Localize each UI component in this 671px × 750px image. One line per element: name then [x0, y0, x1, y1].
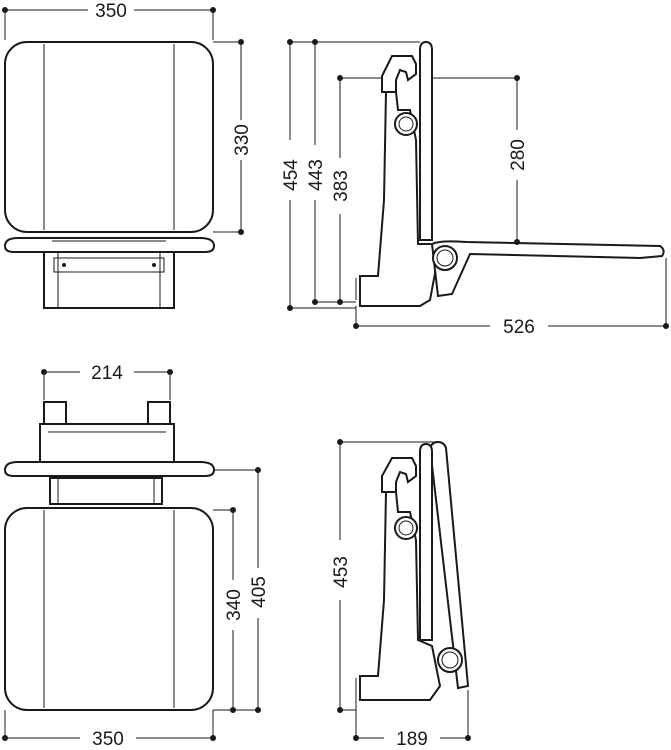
side-view-folded: 453 189: [331, 439, 471, 750]
seat-ledge-top: [3, 461, 216, 477]
seat-pad-top: [4, 507, 214, 711]
bracket-plate: [53, 257, 165, 273]
seat-pad-outline: [4, 41, 214, 233]
dim-front-height: 330: [232, 124, 253, 156]
bracket-tab-right: [147, 401, 171, 427]
folded-seat: [428, 440, 470, 690]
backrest-plate: [419, 40, 433, 241]
dim-side-total: 454: [281, 159, 302, 191]
side-view-unfolded: 454 443 383 280 526: [281, 39, 669, 338]
dim-folded-height: 453: [331, 556, 352, 588]
dim-folded-depth: 189: [396, 729, 428, 750]
top-view: 214 350 340 405: [2, 363, 270, 750]
dim-side-depth: 526: [503, 317, 535, 338]
dim-top-seat-depth: 340: [224, 589, 245, 621]
wall-hook: [381, 55, 417, 93]
dim-front-width: 350: [95, 1, 127, 22]
dim-side-hook: 383: [331, 170, 352, 202]
folded-backrest: [419, 442, 433, 641]
dim-top-seat-width: 350: [92, 729, 124, 750]
folded-hook: [381, 457, 417, 493]
seat-ledge: [3, 237, 216, 253]
bracket-tab-left: [43, 401, 67, 427]
dim-top-total-depth: 405: [249, 576, 270, 608]
upper-pivot: [394, 112, 418, 136]
dim-side-backrest: 280: [508, 139, 529, 171]
hinge-block: [49, 477, 163, 505]
dim-side-seat: 443: [306, 159, 327, 191]
bracket-top-body: [39, 423, 175, 463]
seat-board: [430, 240, 665, 298]
dim-top-bracket: 214: [91, 363, 123, 384]
folded-bracket: [359, 491, 442, 701]
front-view: 350 330: [2, 1, 253, 309]
wall-bracket: [43, 251, 175, 309]
